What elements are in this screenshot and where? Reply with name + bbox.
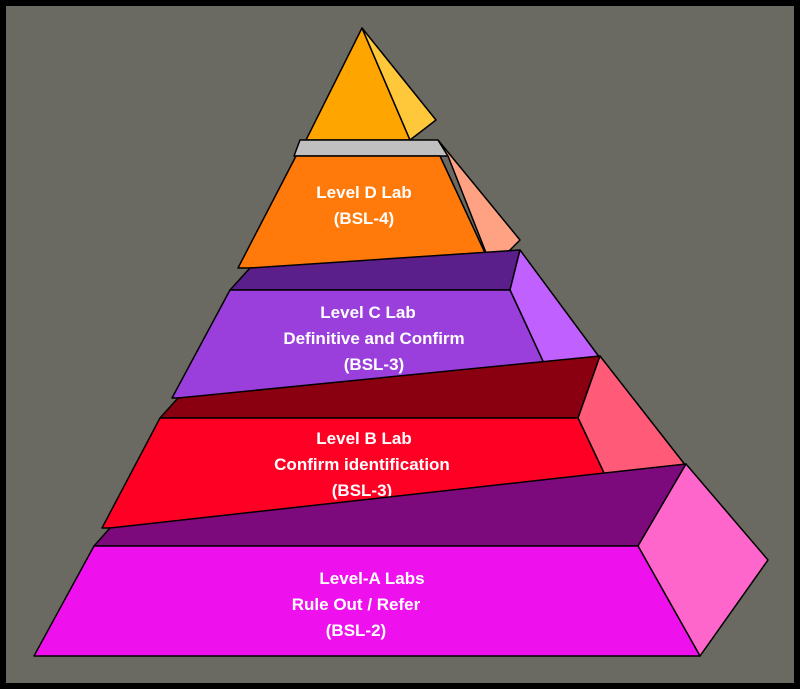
level-c-label-line-2: Definitive and Confirm [283, 329, 464, 348]
level-a-label-line-2: Rule Out / Refer [292, 595, 421, 614]
level-d-label-line-2: (BSL-4) [334, 209, 394, 228]
level-b-label-line-2: Confirm identification [274, 455, 450, 474]
level-a-label-line-1: Level-A Labs [319, 569, 424, 588]
level-b-label-line-3: (BSL-3) [332, 481, 392, 500]
level-d-label-line-1: Level D Lab [316, 183, 411, 202]
apex-side-face [361, 27, 437, 141]
level-d-top-face [293, 139, 449, 157]
level-a-block: Level-A Labs Rule Out / Refer (BSL-2) [33, 463, 769, 657]
level-a-front-face [33, 545, 701, 657]
level-a-label-line-3: (BSL-2) [326, 621, 386, 640]
level-b-label-line-1: Level B Lab [316, 429, 411, 448]
level-c-label-line-3: (BSL-3) [344, 355, 404, 374]
level-c-label-line-1: Level C Lab [320, 303, 415, 322]
